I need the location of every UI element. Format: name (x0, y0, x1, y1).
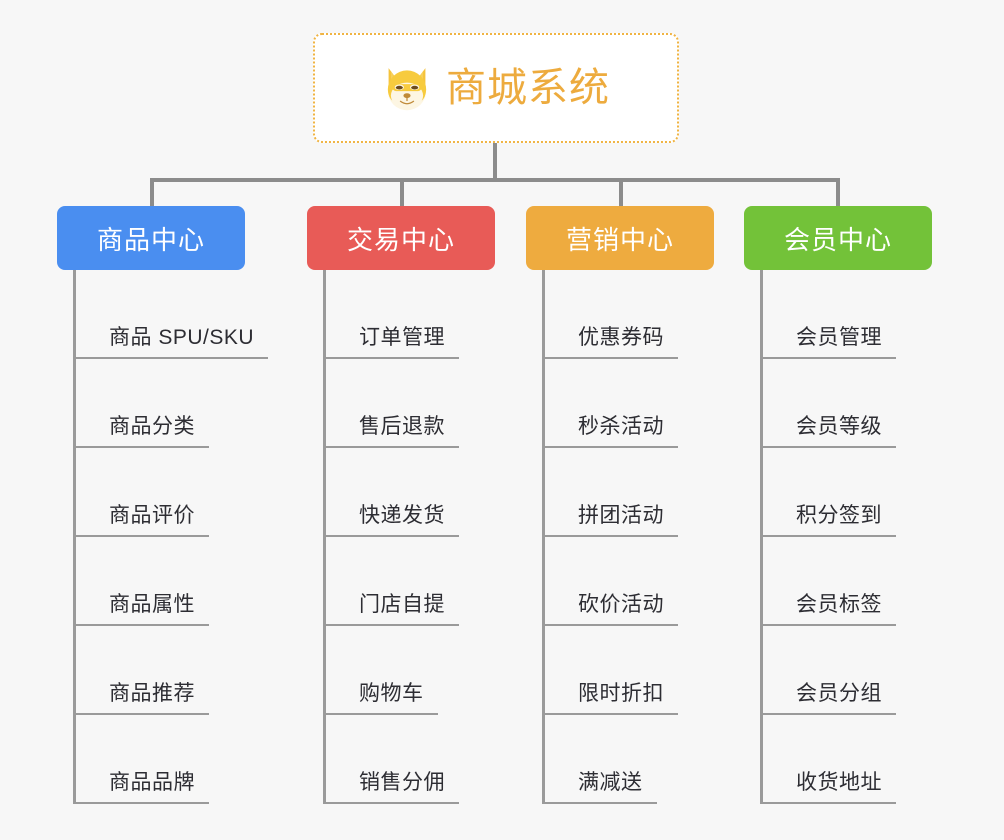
list-item[interactable]: 售后退款 (326, 359, 495, 448)
category-header-trade-center[interactable]: 交易中心 (307, 206, 495, 270)
connector-drop-3 (619, 178, 623, 206)
leaf-label: 限时折扣 (578, 682, 664, 705)
leaf-underline (763, 535, 896, 537)
list-item[interactable]: 商品 SPU/SKU (76, 270, 269, 359)
leaf-label: 快递发货 (359, 504, 445, 527)
list-item[interactable]: 限时折扣 (545, 626, 714, 715)
leaf-underline (76, 357, 269, 359)
leaf-underline (763, 624, 896, 626)
root-node[interactable]: 商城系统 (313, 33, 679, 143)
leaf-label: 订单管理 (359, 326, 445, 349)
column-product-center: 商品中心 商品 SPU/SKU 商品分类 商品评价 商品属性 商品推荐 (57, 206, 269, 804)
leaf-underline (326, 624, 459, 626)
leaf-list-marketing-center: 优惠券码 秒杀活动 拼团活动 砍价活动 限时折扣 满减送 (542, 270, 714, 804)
column-member-center: 会员中心 会员管理 会员等级 积分签到 会员标签 会员分组 (744, 206, 932, 804)
list-item[interactable]: 购物车 (326, 626, 495, 715)
list-item[interactable]: 会员管理 (763, 270, 932, 359)
leaf-underline (326, 357, 459, 359)
leaf-label: 门店自提 (359, 593, 445, 616)
category-header-product-center[interactable]: 商品中心 (57, 206, 245, 270)
leaf-label: 售后退款 (359, 415, 445, 438)
leaf-underline (326, 802, 459, 804)
leaf-label: 商品推荐 (109, 682, 195, 705)
list-item[interactable]: 商品推荐 (76, 626, 245, 715)
leaf-label: 会员等级 (796, 415, 882, 438)
list-item[interactable]: 积分签到 (763, 448, 932, 537)
column-marketing-center: 营销中心 优惠券码 秒杀活动 拼团活动 砍价活动 限时折扣 (526, 206, 714, 804)
leaf-underline (76, 446, 209, 448)
list-item[interactable]: 秒杀活动 (545, 359, 714, 448)
category-title: 营销中心 (565, 224, 674, 255)
category-header-member-center[interactable]: 会员中心 (744, 206, 932, 270)
leaf-underline (763, 446, 896, 448)
leaf-label: 销售分佣 (359, 771, 445, 794)
leaf-label: 商品评价 (109, 504, 195, 527)
leaf-underline (545, 713, 678, 715)
list-item[interactable]: 商品属性 (76, 537, 245, 626)
list-item[interactable]: 会员等级 (763, 359, 932, 448)
category-title: 交易中心 (346, 224, 455, 255)
leaf-underline (763, 713, 896, 715)
leaf-underline (545, 802, 657, 804)
category-title: 会员中心 (783, 224, 892, 255)
leaf-label: 商品分类 (109, 415, 195, 438)
leaf-label: 商品品牌 (109, 771, 195, 794)
column-trade-center: 交易中心 订单管理 售后退款 快递发货 门店自提 购物车 (307, 206, 495, 804)
leaf-underline (76, 624, 209, 626)
connector-drop-1 (150, 178, 154, 206)
leaf-label: 拼团活动 (578, 504, 664, 527)
leaf-underline (326, 713, 438, 715)
connector-horizontal-bus (150, 178, 840, 182)
leaf-underline (545, 446, 678, 448)
leaf-list-product-center: 商品 SPU/SKU 商品分类 商品评价 商品属性 商品推荐 商品品牌 (73, 270, 269, 804)
list-item[interactable]: 门店自提 (326, 537, 495, 626)
list-item[interactable]: 商品品牌 (76, 715, 245, 804)
list-item[interactable]: 优惠券码 (545, 270, 714, 359)
list-item[interactable]: 砍价活动 (545, 537, 714, 626)
connector-root-stem (493, 143, 497, 180)
leaf-label: 秒杀活动 (578, 415, 664, 438)
leaf-label: 购物车 (359, 682, 424, 705)
leaf-underline (763, 802, 896, 804)
leaf-list-member-center: 会员管理 会员等级 积分签到 会员标签 会员分组 收货地址 (760, 270, 932, 804)
leaf-label: 商品属性 (109, 593, 195, 616)
leaf-underline (326, 535, 459, 537)
leaf-label: 积分签到 (796, 504, 882, 527)
list-item[interactable]: 商品评价 (76, 448, 245, 537)
list-item[interactable]: 会员分组 (763, 626, 932, 715)
leaf-underline (545, 535, 678, 537)
root-title: 商城系统 (446, 66, 610, 110)
list-item[interactable]: 商品分类 (76, 359, 245, 448)
leaf-underline (76, 802, 209, 804)
leaf-underline (545, 357, 678, 359)
leaf-underline (545, 624, 678, 626)
list-item[interactable]: 会员标签 (763, 537, 932, 626)
list-item[interactable]: 订单管理 (326, 270, 495, 359)
leaf-label: 满减送 (578, 771, 643, 794)
dog-face-icon (387, 68, 427, 111)
leaf-label: 会员标签 (796, 593, 882, 616)
list-item[interactable]: 拼团活动 (545, 448, 714, 537)
leaf-label: 会员管理 (796, 326, 882, 349)
leaf-label: 会员分组 (796, 682, 882, 705)
leaf-label: 商品 SPU/SKU (109, 326, 255, 349)
leaf-label: 砍价活动 (578, 593, 664, 616)
list-item[interactable]: 满减送 (545, 715, 714, 804)
leaf-underline (326, 446, 459, 448)
leaf-underline (763, 357, 896, 359)
category-header-marketing-center[interactable]: 营销中心 (526, 206, 714, 270)
leaf-label: 收货地址 (796, 771, 882, 794)
list-item[interactable]: 快递发货 (326, 448, 495, 537)
leaf-underline (76, 713, 209, 715)
leaf-underline (76, 535, 209, 537)
category-title: 商品中心 (96, 224, 205, 255)
connector-drop-2 (400, 178, 404, 206)
list-item[interactable]: 收货地址 (763, 715, 932, 804)
list-item[interactable]: 销售分佣 (326, 715, 495, 804)
connector-drop-4 (836, 178, 840, 206)
leaf-label: 优惠券码 (578, 326, 664, 349)
leaf-list-trade-center: 订单管理 售后退款 快递发货 门店自提 购物车 销售分佣 (323, 270, 495, 804)
